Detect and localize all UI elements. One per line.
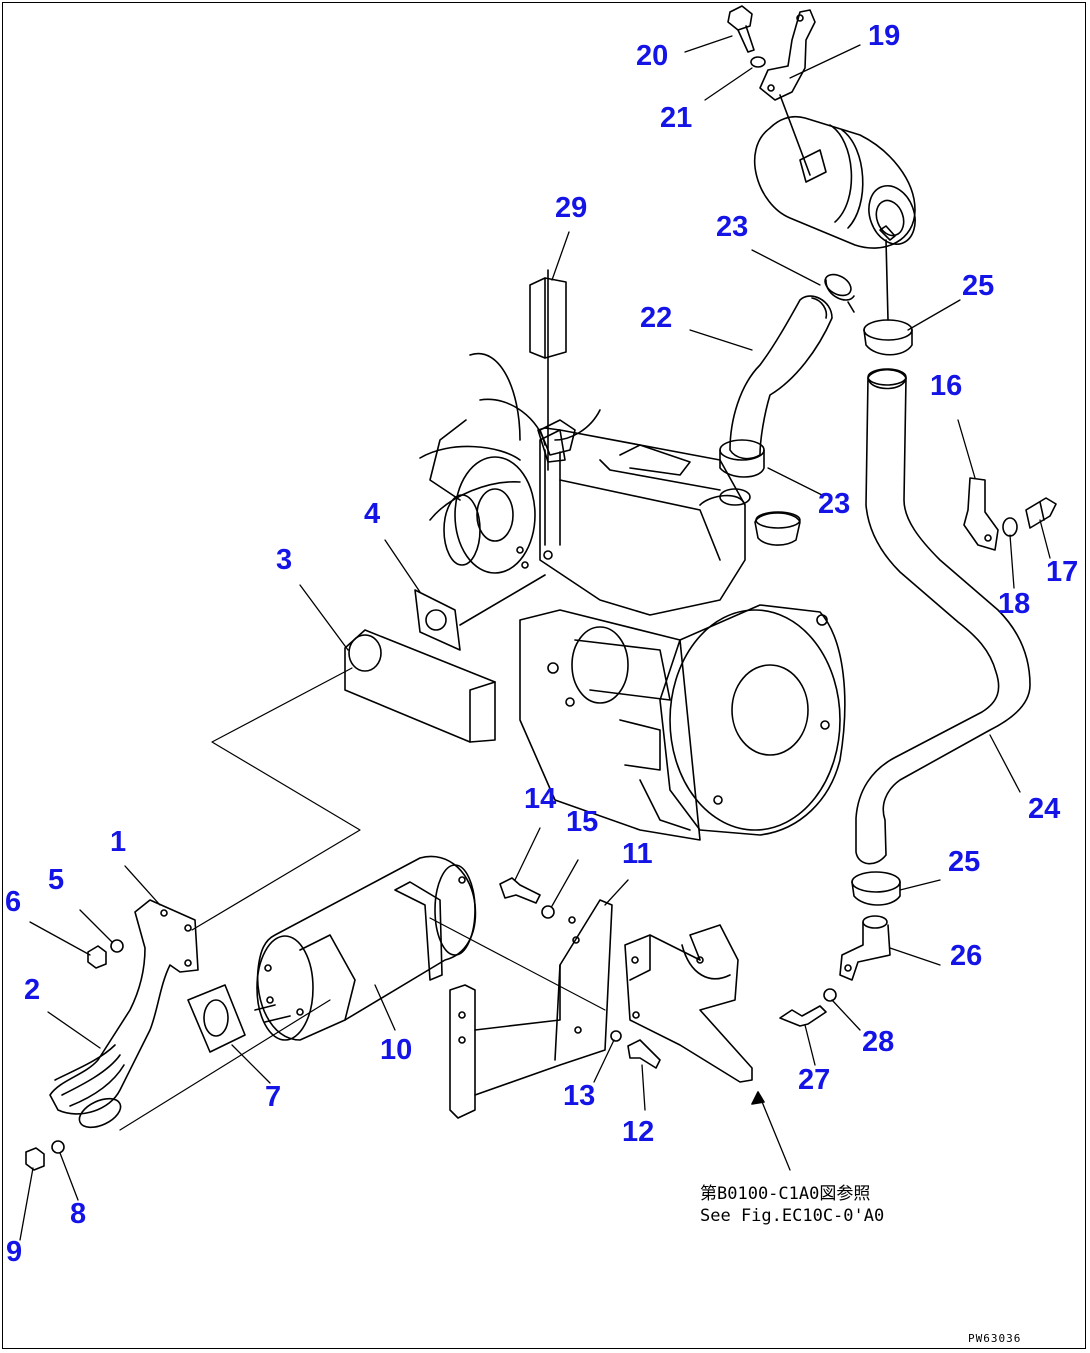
exhaust-elbow-3 xyxy=(344,629,496,743)
nut-6-drawing xyxy=(87,945,107,969)
callout-19[interactable]: 19 xyxy=(868,20,901,52)
callout-1[interactable]: 1 xyxy=(110,826,127,858)
clamp-16 xyxy=(963,477,999,551)
callout-28[interactable]: 28 xyxy=(862,1026,895,1058)
reference-note-japanese: 第B0100-C1A0図参照 xyxy=(700,1184,871,1204)
clamp-23-lower xyxy=(719,439,765,478)
callout-5[interactable]: 5 xyxy=(48,864,65,896)
pipe-leader xyxy=(119,999,331,1131)
gasket-4 xyxy=(414,574,546,651)
bolt-14-drawing xyxy=(499,877,541,904)
callout-27[interactable]: 27 xyxy=(798,1064,831,1096)
callout-11[interactable]: 11 xyxy=(622,838,653,870)
callout-15[interactable]: 15 xyxy=(566,806,599,838)
washer-5-drawing xyxy=(110,939,124,953)
callout-29[interactable]: 29 xyxy=(555,192,588,224)
washer-28-drawing xyxy=(823,988,837,1002)
figure-code: PW63036 xyxy=(968,1332,1022,1345)
callout-leader-lines xyxy=(19,35,1051,1241)
bolt-12-drawing xyxy=(627,1039,661,1069)
callout-4[interactable]: 4 xyxy=(364,498,381,530)
callout-17[interactable]: 17 xyxy=(1046,556,1079,588)
nut-9-drawing xyxy=(25,1147,45,1171)
frame-bracket xyxy=(624,924,753,1083)
callout-2[interactable]: 2 xyxy=(24,974,41,1006)
callout-6[interactable]: 6 xyxy=(5,886,22,918)
exhaust-pipe-2 xyxy=(49,899,199,1129)
callout-26[interactable]: 26 xyxy=(950,940,983,972)
callout-20[interactable]: 20 xyxy=(636,40,669,72)
callout-8[interactable]: 8 xyxy=(70,1198,87,1230)
reference-arrow-head xyxy=(751,1091,765,1105)
callout-23-lower[interactable]: 23 xyxy=(818,488,851,520)
clamp-25-lower xyxy=(851,871,901,906)
callout-23-top[interactable]: 23 xyxy=(716,211,749,243)
callout-12[interactable]: 12 xyxy=(622,1116,655,1148)
callout-16[interactable]: 16 xyxy=(930,370,963,402)
clamp-23-top xyxy=(824,273,855,313)
hose-22 xyxy=(729,295,833,460)
washer-15-drawing xyxy=(541,905,555,919)
washer-18-drawing xyxy=(1002,517,1018,537)
callout-22[interactable]: 22 xyxy=(640,302,673,334)
callout-24[interactable]: 24 xyxy=(1028,793,1061,825)
washer-21-drawing xyxy=(750,56,766,68)
hose-24 xyxy=(855,368,1031,865)
callout-18[interactable]: 18 xyxy=(998,588,1031,620)
assembly-leader-line xyxy=(191,667,361,931)
callout-21[interactable]: 21 xyxy=(660,102,693,134)
bolt-27-drawing xyxy=(779,1005,827,1027)
callout-3[interactable]: 3 xyxy=(276,544,293,576)
callout-7[interactable]: 7 xyxy=(265,1081,282,1113)
bracket-11 xyxy=(449,899,613,1119)
clamp-26 xyxy=(839,915,891,981)
reference-note-english: See Fig.EC10C-0'A0 xyxy=(700,1206,885,1226)
engine xyxy=(419,269,846,841)
bolt-20-drawing xyxy=(727,5,755,53)
label-29 xyxy=(529,277,567,359)
callout-9[interactable]: 9 xyxy=(6,1236,23,1268)
muffler-10 xyxy=(254,855,606,1041)
clamp-25-upper xyxy=(863,319,913,356)
callout-25-upper[interactable]: 25 xyxy=(962,270,995,302)
air-cleaner xyxy=(753,94,916,321)
callout-14[interactable]: 14 xyxy=(524,783,557,815)
callout-10[interactable]: 10 xyxy=(380,1034,413,1066)
callout-25-lower[interactable]: 25 xyxy=(948,846,981,878)
bolt-17-drawing xyxy=(1025,497,1057,529)
washer-13-drawing xyxy=(610,1030,622,1042)
washer-8-drawing xyxy=(51,1140,65,1154)
gasket-7 xyxy=(187,984,246,1053)
bracket-19 xyxy=(759,9,816,101)
callout-13[interactable]: 13 xyxy=(563,1080,596,1112)
